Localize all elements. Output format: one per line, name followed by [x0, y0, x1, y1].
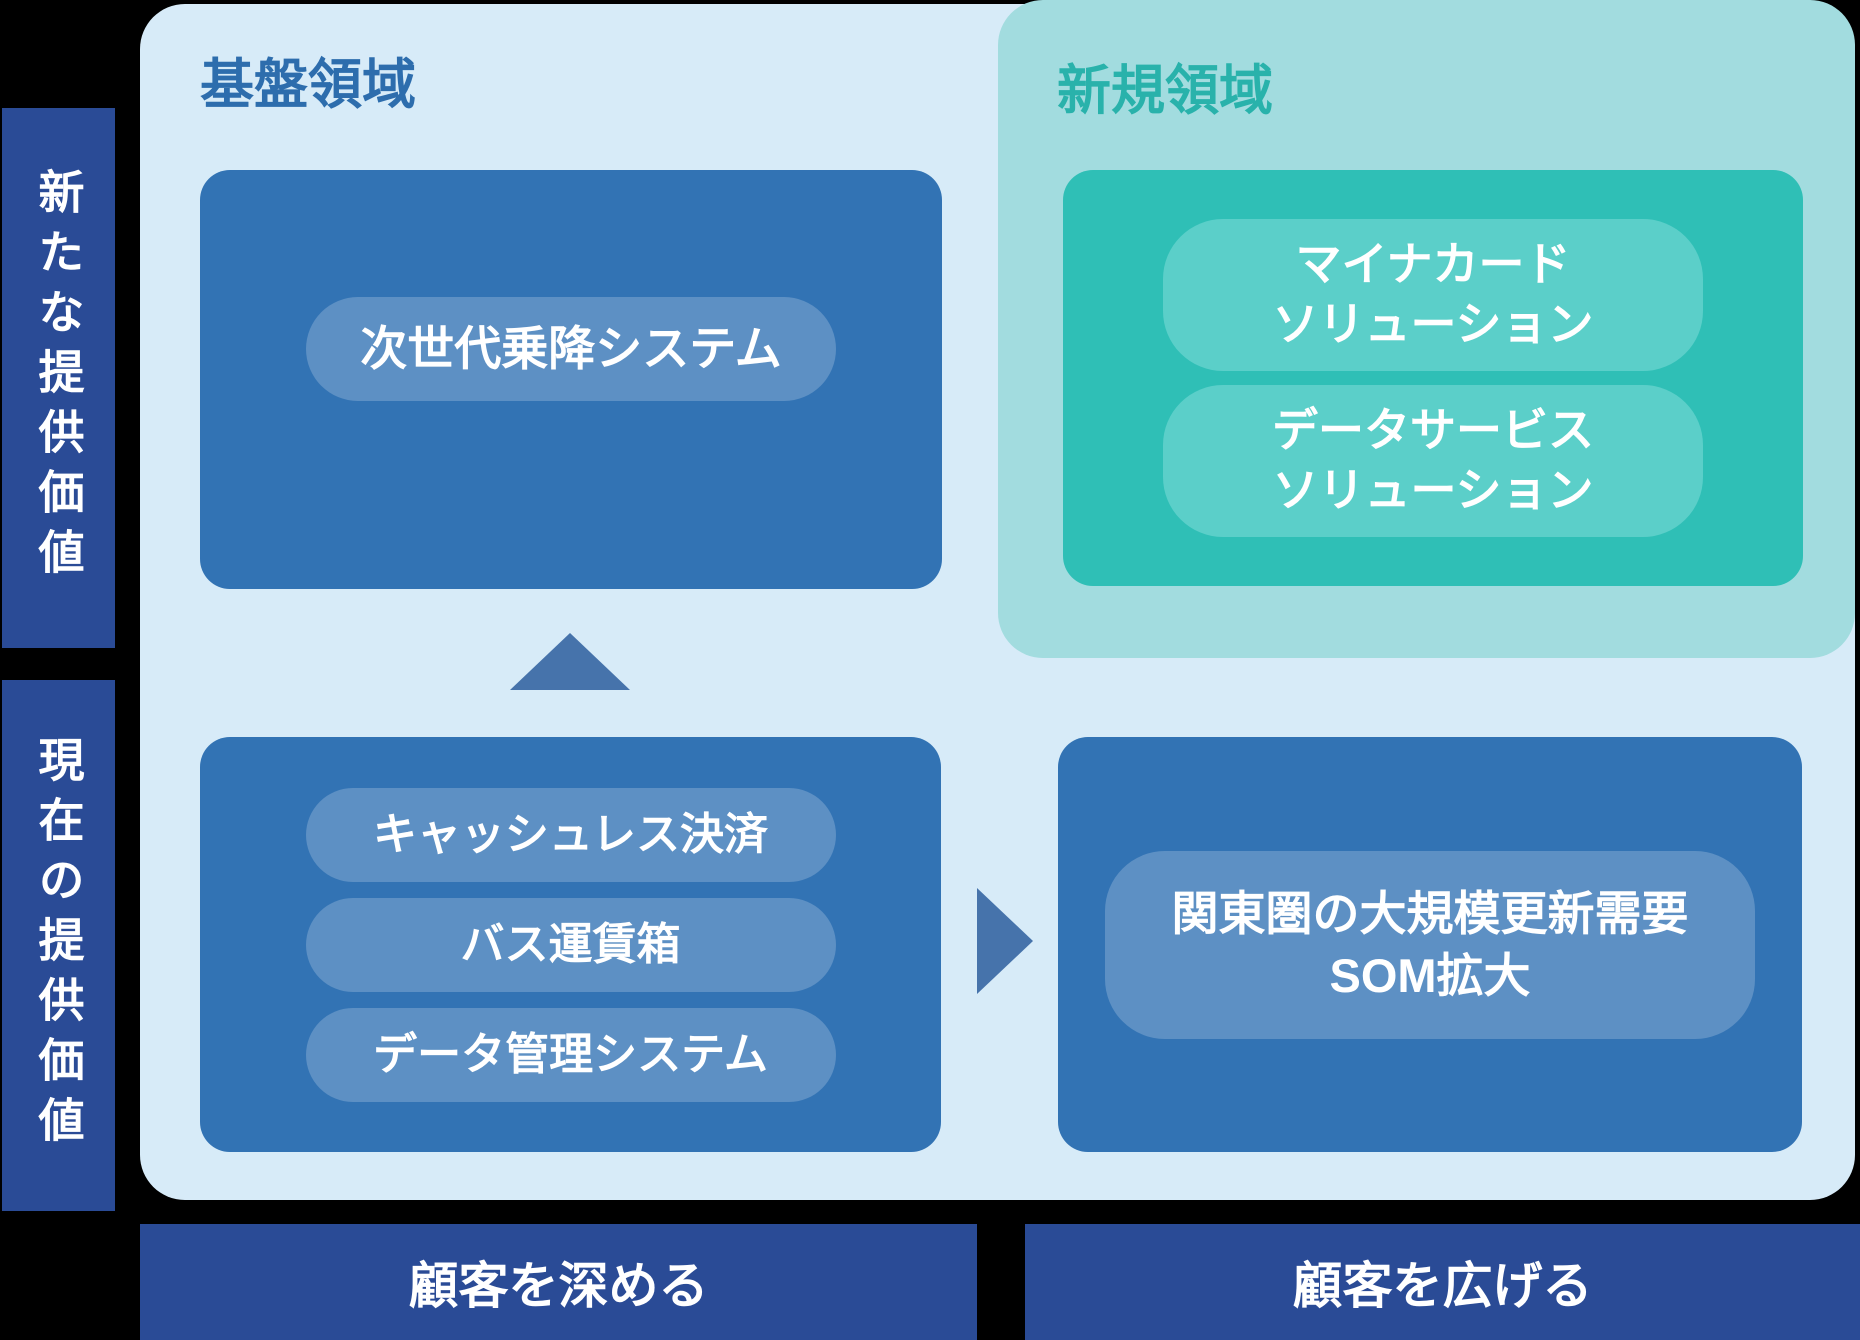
data-management-pill: データ管理システム [305, 1007, 836, 1102]
deepen-customers-bar: 顧客を深める [140, 1224, 977, 1340]
axis-new-value-label: 新たな提供価値 [32, 168, 85, 588]
data-service-pill-line1: データサービス [1272, 404, 1594, 457]
deepen-customers-label: 顧客を深める [408, 1258, 709, 1314]
axis-current-value-bar: 現在の提供価値 [2, 680, 115, 1211]
axis-current-value-label: 現在の提供価値 [32, 735, 85, 1156]
kanto-som-pill-line2: SOM拡大 [1329, 948, 1531, 1002]
axis-new-value-bar: 新たな提供価値 [2, 108, 115, 648]
new-area-label: 新規領域 [1057, 61, 1273, 121]
myna-card-pill-line2: ソリューション [1272, 298, 1594, 350]
current-offerings-box: キャッシュレス決済 バス運賃箱 データ管理システム [200, 737, 941, 1152]
broaden-customers-bar: 顧客を広げる [1025, 1224, 1860, 1340]
myna-card-pill: マイナカード ソリューション [1163, 219, 1703, 371]
right-arrow-icon [977, 888, 1033, 994]
kanto-som-pill: 関東圏の大規模更新需要 SOM拡大 [1105, 850, 1755, 1039]
data-service-pill-line2: ソリューション [1272, 464, 1594, 516]
data-service-pill: データサービス ソリューション [1163, 385, 1703, 537]
kanto-som-pill-line1: 関東圏の大規模更新需要 [1171, 887, 1689, 941]
broaden-customers-label: 顧客を広げる [1292, 1258, 1593, 1314]
cashless-payment-pill: キャッシュレス決済 [305, 787, 836, 882]
up-arrow-icon [510, 633, 630, 690]
kanto-expansion-box: 関東圏の大規模更新需要 SOM拡大 [1058, 737, 1802, 1152]
next-gen-boarding-pill: 次世代乗降システム [306, 296, 836, 401]
bus-fare-box-pill: バス運賃箱 [305, 897, 836, 992]
new-area-box: マイナカード ソリューション データサービス ソリューション [1063, 170, 1803, 586]
foundation-label: 基盤領域 [200, 55, 416, 115]
myna-card-pill-line1: マイナカード [1295, 238, 1571, 291]
next-gen-boarding-box: 次世代乗降システム [200, 170, 942, 589]
